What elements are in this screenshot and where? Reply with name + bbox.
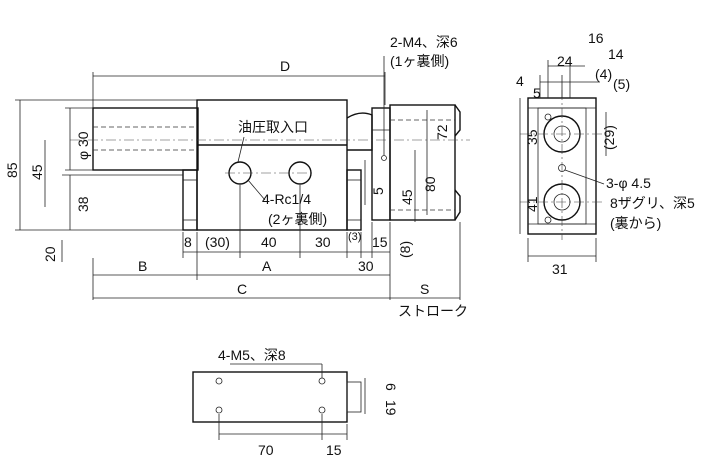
front-notes: 油圧取入口 4-Rc1/4 (2ヶ裏側) 2-M4、深6 (1ヶ裏側) bbox=[237, 34, 458, 227]
port-thread: 4-Rc1/4 bbox=[262, 191, 311, 207]
front-view bbox=[70, 99, 470, 231]
dim-72: 72 bbox=[434, 124, 450, 140]
dim-D: D bbox=[280, 58, 290, 74]
port-side: (2ヶ裏側) bbox=[268, 211, 327, 227]
tap-m4-mark bbox=[381, 155, 387, 161]
dim-38: 38 bbox=[75, 196, 91, 212]
side-hole-bottom bbox=[544, 216, 552, 224]
side-dim-5: 5 bbox=[533, 85, 541, 101]
dim-phi30: φ 30 bbox=[75, 131, 91, 160]
stroke-label: ストローク bbox=[398, 303, 468, 319]
dim-20: 20 bbox=[42, 246, 58, 262]
dim-5: 5 bbox=[370, 187, 386, 195]
side-dimensions: 31 35 41 (29) 16 24 14 4 (4) 5 (5) 3-φ 4… bbox=[516, 30, 695, 277]
piston-head bbox=[371, 107, 391, 221]
end-plate bbox=[389, 104, 456, 221]
side-dim-29p: (29) bbox=[601, 125, 617, 150]
side-dim-4: 4 bbox=[516, 73, 524, 89]
bottom-hole-1 bbox=[215, 377, 223, 385]
bottom-dim-15: 15 bbox=[326, 442, 342, 458]
dim-30b: 30 bbox=[358, 258, 374, 274]
side-dim-5p: (5) bbox=[613, 76, 630, 92]
bottom-dim-70: 70 bbox=[258, 442, 274, 458]
dim-45b: 45 bbox=[399, 189, 415, 205]
dim-8p: (8) bbox=[397, 241, 413, 258]
main-body bbox=[196, 99, 348, 231]
side-hole-note2: 8ザグリ、深5 bbox=[610, 195, 695, 211]
left-nut bbox=[182, 169, 198, 231]
dim-B: B bbox=[138, 258, 147, 274]
bottom-dim-19: 19 bbox=[383, 400, 399, 416]
dim-30: 30 bbox=[315, 234, 331, 250]
side-dim-14: 14 bbox=[608, 46, 624, 62]
cylinder-rod bbox=[92, 107, 199, 171]
bottom-hole-3 bbox=[215, 406, 223, 414]
dim-45: 45 bbox=[29, 164, 45, 180]
bottom-hole-4 bbox=[318, 406, 326, 414]
tap-m4-label: 2-M4、深6 bbox=[390, 34, 458, 50]
side-dim-4p: (4) bbox=[595, 66, 612, 82]
bottom-tap-m5: 4-M5、深8 bbox=[218, 347, 286, 363]
dim-8: 8 bbox=[184, 234, 192, 250]
right-nut bbox=[346, 169, 362, 231]
bottom-dimensions: 4-M5、深8 70 15 19 6 bbox=[218, 347, 399, 458]
dim-A: A bbox=[262, 258, 272, 274]
side-hole-note: 3-φ 4.5 bbox=[606, 175, 651, 191]
dim-85: 85 bbox=[4, 162, 20, 178]
side-dim-24: 24 bbox=[557, 53, 573, 69]
dim-3: (3) bbox=[348, 231, 361, 243]
dim-30p: (30) bbox=[205, 234, 230, 250]
side-dim-35: 35 bbox=[524, 129, 540, 145]
port-label: 油圧取入口 bbox=[238, 119, 308, 135]
dim-C: C bbox=[237, 281, 247, 297]
side-dim-31: 31 bbox=[552, 261, 568, 277]
dim-40: 40 bbox=[261, 234, 277, 250]
dim-80: 80 bbox=[422, 176, 438, 192]
dim-S: S bbox=[420, 281, 429, 297]
side-dim-16: 16 bbox=[588, 30, 604, 46]
side-hole-top bbox=[544, 113, 552, 121]
bottom-view bbox=[192, 371, 362, 423]
dim-15: 15 bbox=[372, 234, 388, 250]
side-view bbox=[520, 90, 604, 240]
front-dimensions: D φ 30 85 45 38 20 8 (30) 40 30 bbox=[4, 58, 468, 319]
tap-m4-side: (1ヶ裏側) bbox=[390, 53, 449, 69]
bottom-hole-2 bbox=[318, 377, 326, 385]
side-hole-note3: (裏から) bbox=[610, 215, 661, 231]
bottom-dim-6: 6 bbox=[383, 383, 399, 391]
side-dim-41: 41 bbox=[524, 196, 540, 212]
